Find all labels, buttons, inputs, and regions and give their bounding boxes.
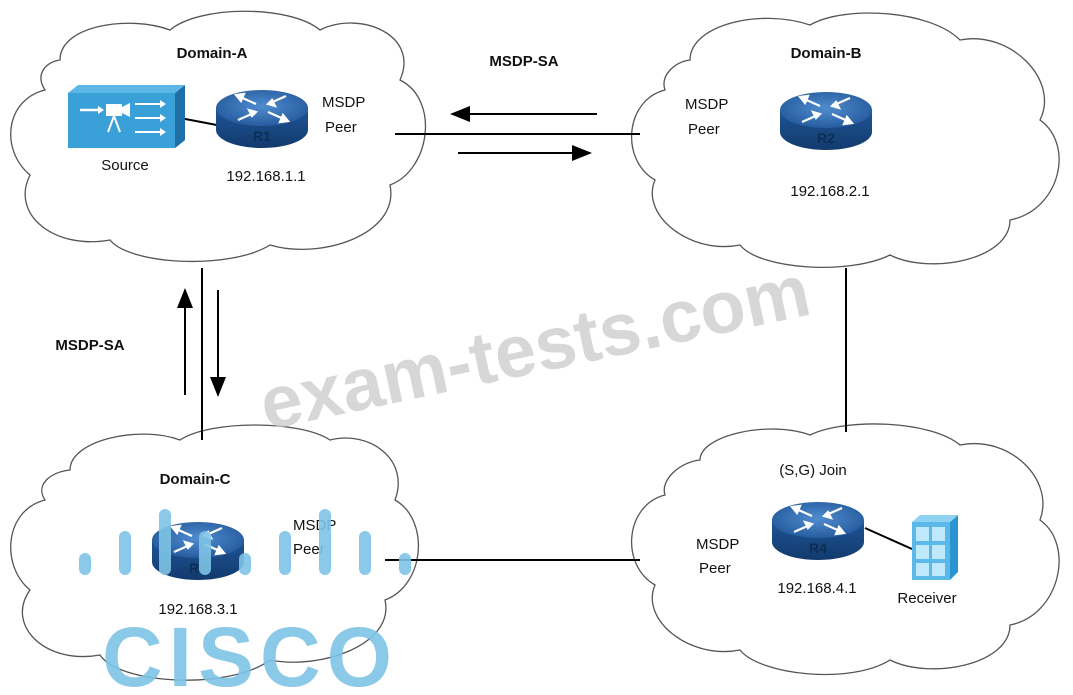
source-device-icon — [68, 85, 185, 148]
r2-peer-label-line2: Peer — [688, 121, 720, 138]
svg-text:CISCO: CISCO — [102, 610, 398, 695]
cisco-logo: CISCO — [79, 509, 411, 695]
receiver-label: Receiver — [897, 590, 956, 607]
domain-a-title: Domain-A — [177, 45, 248, 62]
router-r2-icon: R2 — [780, 92, 872, 150]
cloud-domain-a — [10, 10, 427, 263]
watermark-text: exam-tests.com — [252, 248, 816, 445]
sg-join-label: (S,G) Join — [779, 462, 847, 479]
router-r2-label: R2 — [817, 130, 835, 146]
msdp-sa-label-top: MSDP-SA — [489, 53, 558, 70]
r4-peer-label-line1: MSDP — [696, 536, 739, 553]
link-r1-source — [179, 117, 223, 127]
r3-ip-label: 192.168.3.1 — [158, 601, 237, 618]
r2-peer-label-line1: MSDP — [685, 96, 728, 113]
r4-peer-label-line2: Peer — [699, 560, 731, 577]
source-label: Source — [101, 157, 149, 174]
router-r4-label: R4 — [809, 540, 827, 556]
r1-peer-label-line2: Peer — [325, 119, 357, 136]
link-r4-receiver — [864, 527, 913, 550]
router-r1-label: R1 — [253, 128, 271, 144]
r2-ip-label: 192.168.2.1 — [790, 183, 869, 200]
domain-b-title: Domain-B — [791, 45, 862, 62]
msdp-sa-label-left: MSDP-SA — [55, 337, 124, 354]
r1-peer-label-line1: MSDP — [322, 94, 365, 111]
r1-ip-label: 192.168.1.1 — [226, 168, 305, 185]
domain-c-title: Domain-C — [160, 471, 231, 488]
r4-ip-label: 192.168.4.1 — [777, 580, 856, 597]
receiver-device-icon — [912, 515, 958, 580]
r3-peer-label-line2: Peer — [293, 541, 325, 558]
router-r1-icon: R1 — [216, 90, 308, 148]
router-r4-icon: R4 — [772, 502, 864, 560]
